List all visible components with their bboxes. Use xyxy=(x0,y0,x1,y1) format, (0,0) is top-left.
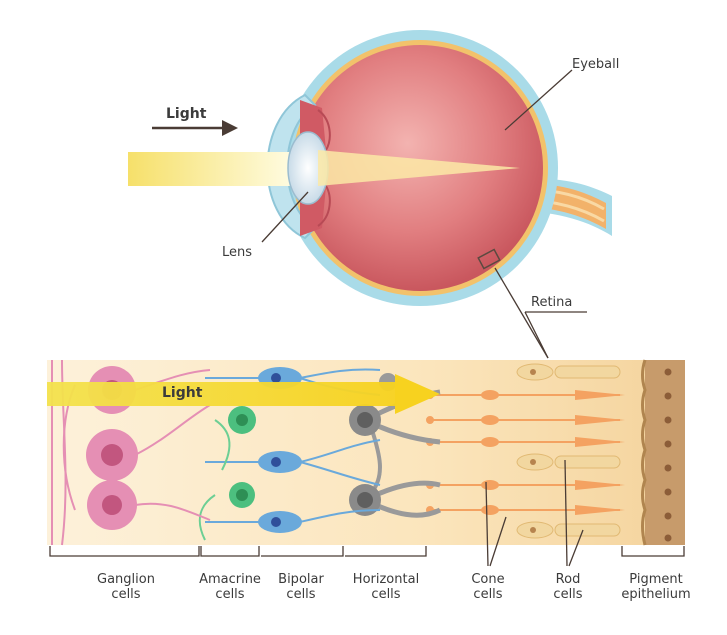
amacrine-cells xyxy=(198,406,256,541)
amacrine-cells-label: Amacrine cells xyxy=(190,572,270,602)
label-line-1: Rod xyxy=(555,572,581,587)
cornea xyxy=(266,93,317,240)
label-line-1: Amacrine xyxy=(199,572,261,587)
label-line-2: epithelium xyxy=(621,587,691,602)
label-line-2: cells xyxy=(371,587,401,602)
retina-marker xyxy=(477,248,501,270)
bracket-lines xyxy=(49,459,685,567)
label-line-2: cells xyxy=(473,587,503,602)
retina-pointer-2 xyxy=(524,311,549,359)
strip-light-arrow xyxy=(47,374,440,414)
light-label-top: Light xyxy=(166,106,207,122)
rod-cells-label: Rod cells xyxy=(538,572,598,602)
label-line-1: Horizontal xyxy=(352,572,420,587)
eyeball-pointer xyxy=(504,69,573,131)
label-line-2: cells xyxy=(286,587,316,602)
eyeball-label: Eyeball xyxy=(572,57,620,72)
label-line-1: Pigment xyxy=(629,572,683,587)
retina-pointer-1 xyxy=(494,267,549,359)
light-label-strip: Light xyxy=(162,385,203,401)
eye-illustration xyxy=(128,30,612,359)
horizontal-cells xyxy=(349,373,442,518)
label-line-2: cells xyxy=(553,587,583,602)
light-beam xyxy=(128,152,303,186)
retina-label: Retina xyxy=(531,295,573,310)
label-line-2: cells xyxy=(111,587,141,602)
label-line-1: Cone xyxy=(471,572,505,587)
label-line-1: Bipolar xyxy=(278,572,324,587)
label-line-1: Ganglion xyxy=(97,572,155,587)
ganglion-cells-label: Ganglion cells xyxy=(84,572,168,602)
bipolar-cells-label: Bipolar cells xyxy=(264,572,338,602)
light-focus xyxy=(318,150,520,186)
lens-label: Lens xyxy=(222,245,253,260)
pigment-epithelium-label: Pigment epithelium xyxy=(608,572,704,602)
rod-cells xyxy=(516,363,621,539)
cone-cells-label: Cone cells xyxy=(458,572,518,602)
pigment-epithelium-cells xyxy=(641,359,685,546)
lens-pointer xyxy=(261,191,309,243)
horizontal-cells-label: Horizontal cells xyxy=(343,572,429,602)
retina-strip xyxy=(47,311,685,546)
label-line-2: cells xyxy=(215,587,245,602)
